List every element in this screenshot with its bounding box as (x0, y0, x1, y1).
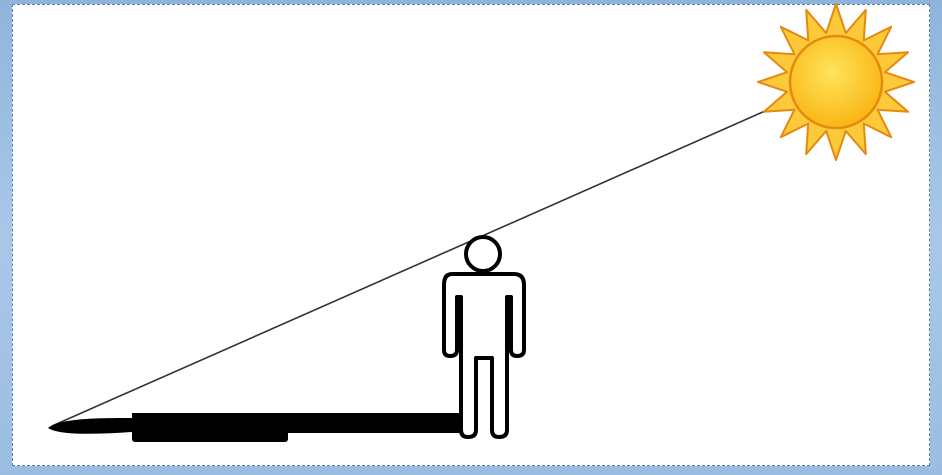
sun-core (790, 36, 882, 128)
light-ray (52, 100, 790, 426)
person-head (466, 237, 500, 271)
sun-icon (758, 4, 914, 160)
shadow (48, 413, 460, 442)
person-icon (444, 237, 524, 437)
person-body (444, 274, 524, 437)
